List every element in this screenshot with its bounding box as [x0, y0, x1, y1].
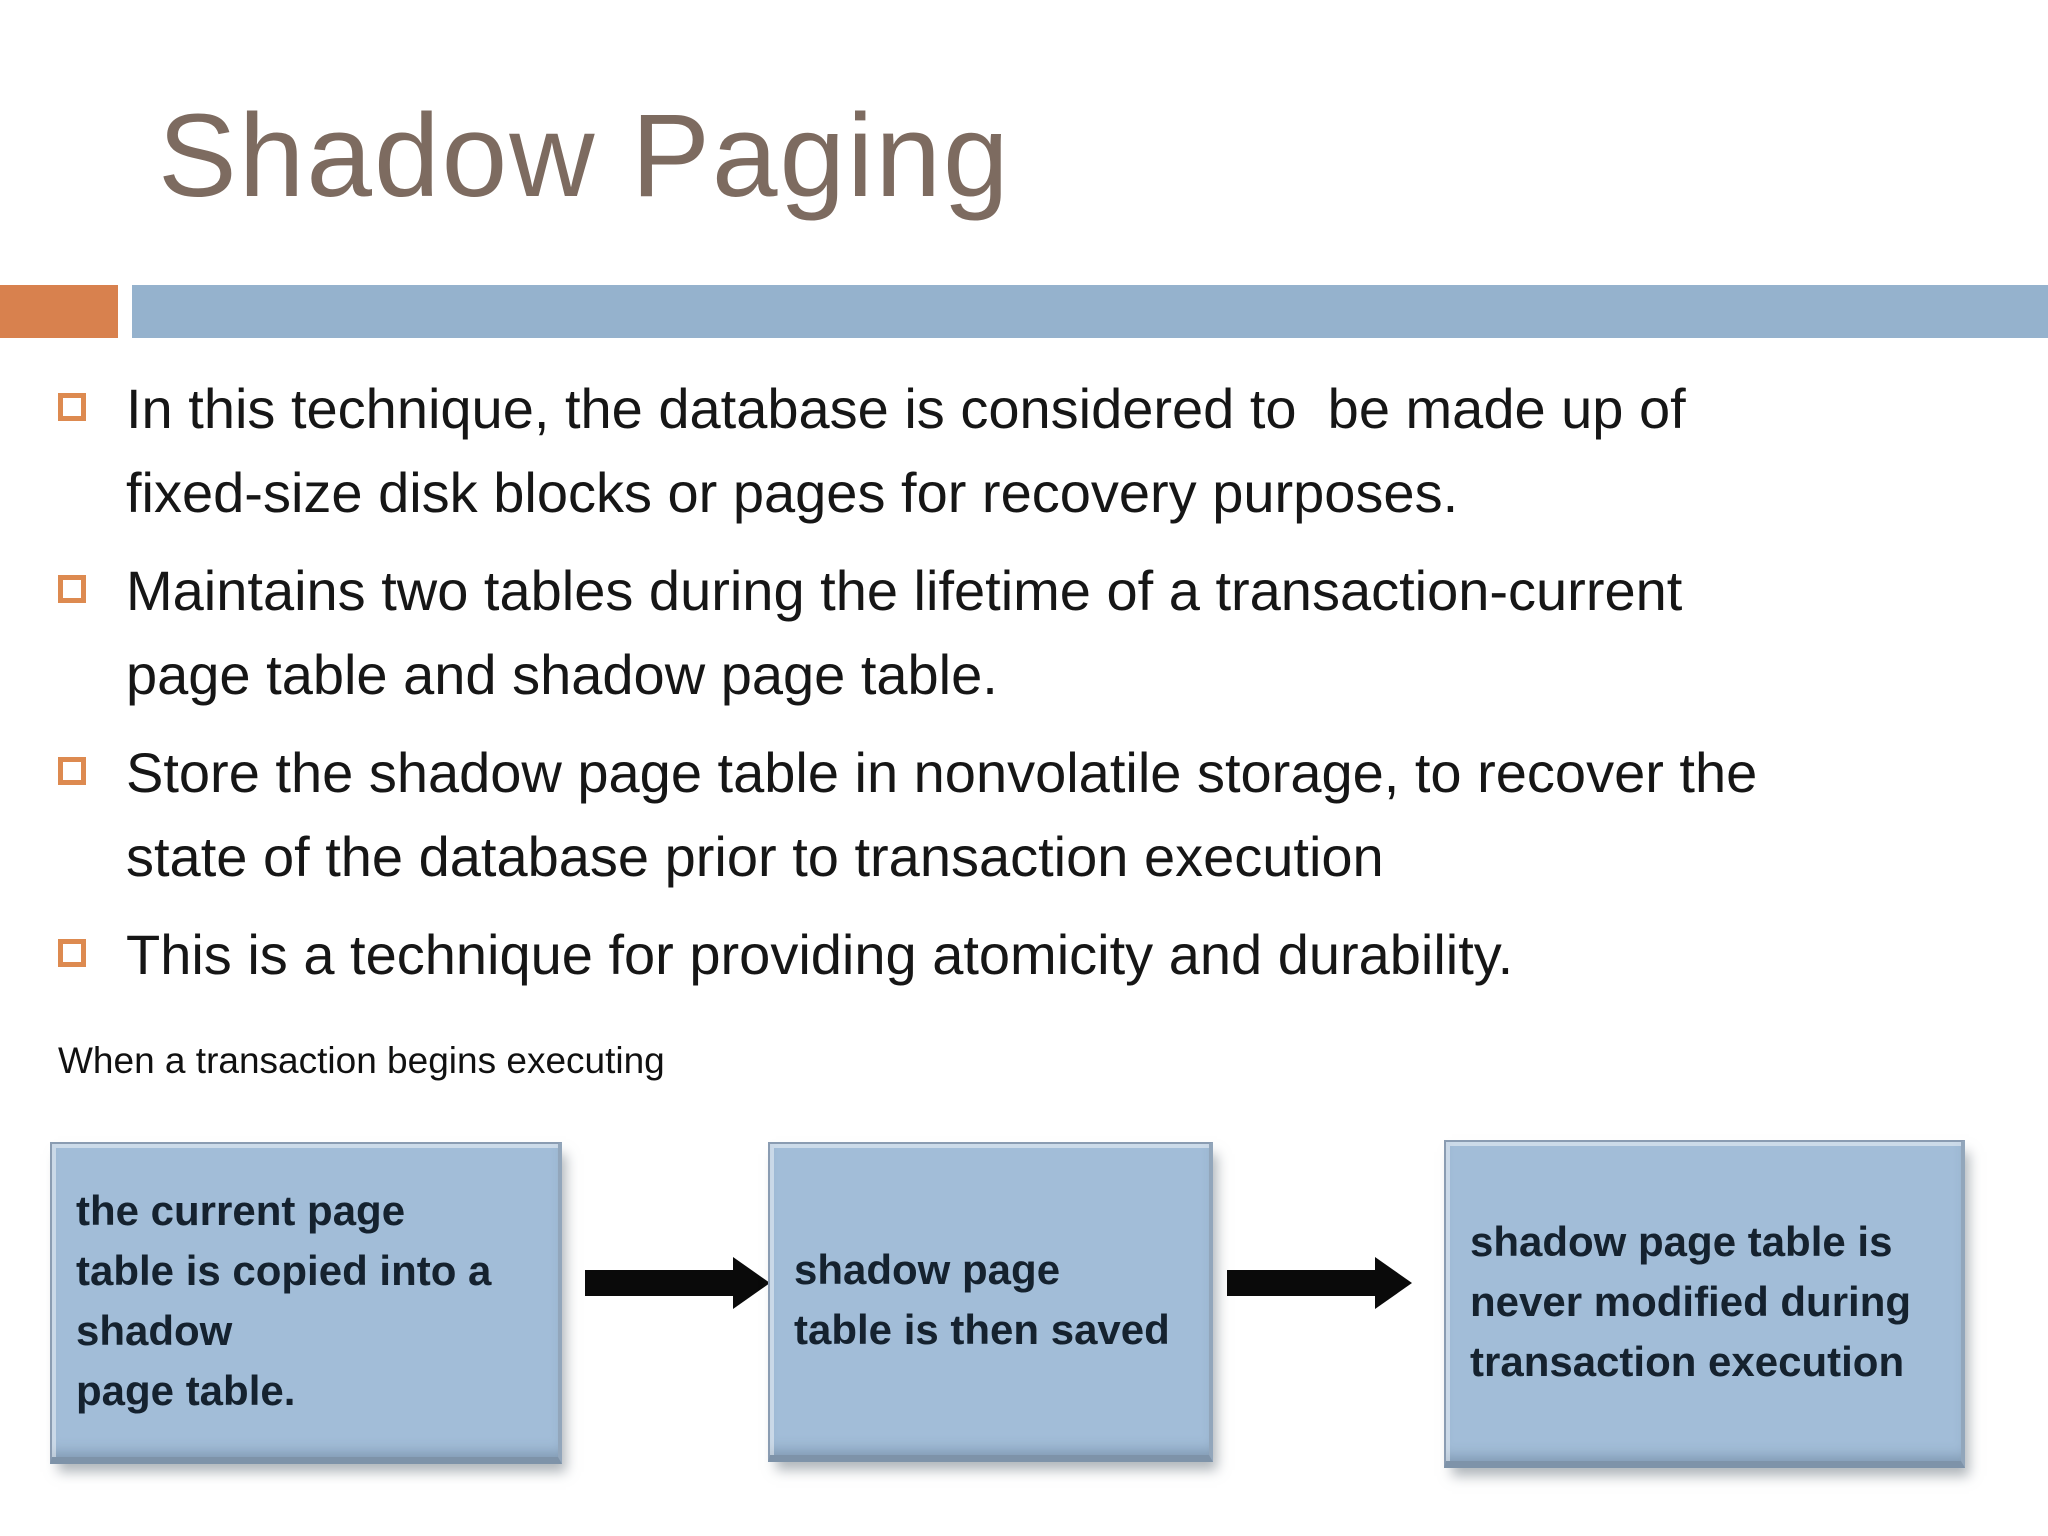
- flow-step-text: shadow page table is then saved: [794, 1245, 1170, 1353]
- bullet-item: Maintains two tables during the lifetime…: [58, 549, 1988, 717]
- bullet-item: In this technique, the database is consi…: [58, 367, 1988, 535]
- flow-step-text: shadow page table is never modified duri…: [1470, 1217, 1912, 1385]
- accent-blue-band: [132, 285, 2048, 338]
- bullet-text: This is a technique for providing atomic…: [126, 923, 1514, 986]
- bullet-square-icon: [58, 939, 86, 967]
- slide-title: Shadow Paging: [158, 90, 1011, 222]
- flow-arrow-icon: [585, 1257, 770, 1309]
- bullet-text: Store the shadow page table in nonvolati…: [126, 741, 1758, 888]
- note-when-transaction-begins: When a transaction begins executing: [58, 1040, 665, 1081]
- bullet-square-icon: [58, 575, 86, 603]
- bullet-item: Store the shadow page table in nonvolati…: [58, 731, 1988, 899]
- bullet-square-icon: [58, 757, 86, 785]
- bullet-list: In this technique, the database is consi…: [58, 367, 1988, 1011]
- flow-arrow-icon: [1227, 1257, 1412, 1309]
- bullet-square-icon: [58, 393, 86, 421]
- flow-step-box: shadow page table is never modified duri…: [1444, 1140, 1965, 1468]
- bullet-item: This is a technique for providing atomic…: [58, 913, 1988, 997]
- flow-step-box: the current page table is copied into a …: [50, 1142, 562, 1464]
- bullet-text: In this technique, the database is consi…: [126, 377, 1686, 524]
- flow-step-box: shadow page table is then saved: [768, 1142, 1213, 1462]
- accent-orange-square: [0, 285, 118, 338]
- flow-step-text: the current page table is copied into a …: [76, 1186, 492, 1414]
- bullet-text: Maintains two tables during the lifetime…: [126, 559, 1683, 706]
